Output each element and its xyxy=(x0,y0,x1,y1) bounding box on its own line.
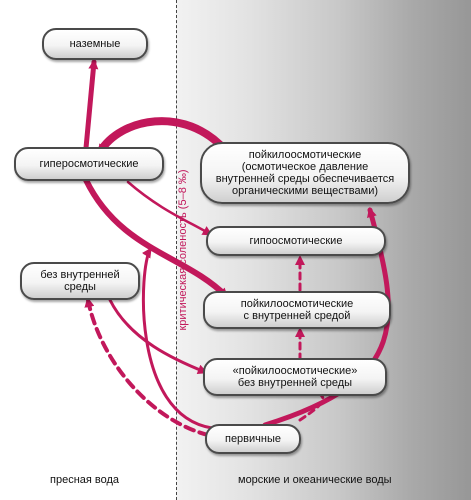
arrow-hyper-to-poikilo-mid xyxy=(83,177,229,299)
node-poikiloosmotic-organic-label: пойкилоосмотические (осмотическое давлен… xyxy=(215,149,395,197)
marine-label: морские и океанические воды xyxy=(238,474,392,486)
node-without-internal-medium-label: без внутренней среды xyxy=(40,269,120,293)
node-terrestrial: наземные xyxy=(42,28,148,60)
arrow-primary-to-hyper xyxy=(141,247,214,430)
node-quoted-poikiloosmotic: «пойкилоосмотические» без внутренней сре… xyxy=(203,358,387,396)
node-hyperosmotic-label: гиперосмотические xyxy=(39,158,139,170)
node-poikiloosmotic-with-medium: пойкилоосмотические с внутренней средой xyxy=(203,291,391,329)
node-hypoosmotic-label: гипоосмотические xyxy=(249,235,343,247)
node-primary: первичные xyxy=(205,424,301,454)
salinity-boundary-line xyxy=(176,0,177,500)
node-quoted-poikiloosmotic-label: «пойкилоосмотические» без внутренней сре… xyxy=(232,365,358,389)
node-poikiloosmotic-with-medium-label: пойкилоосмотические с внутренней средой xyxy=(240,298,354,322)
arrow-primary-to-without xyxy=(84,297,210,437)
critical-salinity-label: критическая соленость (5–8 ‰) xyxy=(177,169,189,331)
node-hypoosmotic: гипоосмотические xyxy=(206,226,386,256)
arrow-poikilo-to-hyper xyxy=(96,117,229,156)
node-without-internal-medium: без внутренней среды xyxy=(20,262,140,300)
arrow-hyper-to-hypo xyxy=(126,180,213,236)
arrow-hyper-to-terrestrial xyxy=(83,59,99,151)
node-hyperosmotic: гиперосмотические xyxy=(14,147,164,181)
arrow-without-to-quoted xyxy=(108,298,208,375)
node-terrestrial-label: наземные xyxy=(69,38,121,50)
node-primary-label: первичные xyxy=(224,433,281,445)
freshwater-label: пресная вода xyxy=(50,474,120,486)
node-poikiloosmotic-organic: пойкилоосмотические (осмотическое давлен… xyxy=(200,142,410,204)
